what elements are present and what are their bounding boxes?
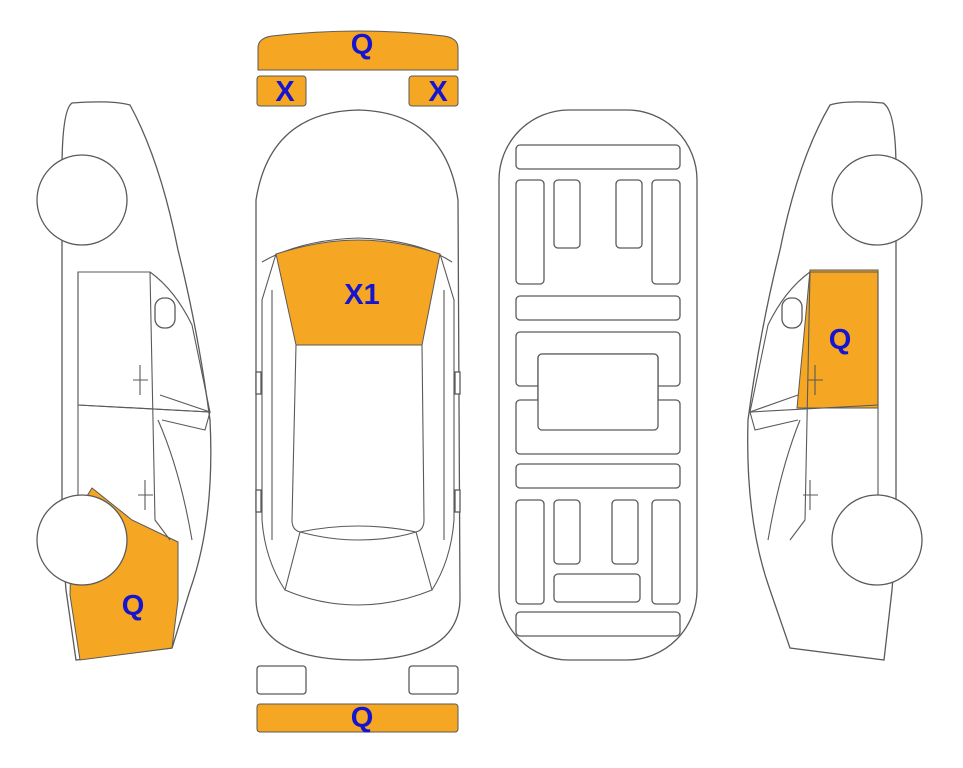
top-view-body [255, 109, 461, 661]
front-bumper-label: Q [351, 29, 374, 61]
right-rear-door-damage [796, 269, 879, 409]
tail-light-left [256, 665, 307, 695]
right-front-wheel [831, 154, 923, 246]
windshield-damage [275, 239, 441, 346]
rear-bumper-label: Q [351, 702, 374, 734]
right-rear-wheel [831, 494, 923, 586]
right-rear-door-label: Q [829, 324, 852, 356]
headlight-right-damage [408, 75, 459, 107]
windshield-label: X1 [344, 279, 379, 311]
headlight-right-label: X [428, 76, 448, 108]
front-bumper-damage [257, 30, 459, 71]
top-view: Q X X X1 Q [255, 29, 461, 734]
left-rear-wheel [36, 494, 128, 586]
headlight-left-label: X [275, 76, 295, 108]
left-rear-quarter-label: Q [122, 590, 145, 622]
rear-bumper-damage [256, 703, 459, 733]
left-front-wheel [36, 154, 128, 246]
underbody-view [498, 109, 698, 661]
left-side-view: Q [36, 101, 212, 661]
tail-light-right [408, 665, 459, 695]
headlight-left-damage [256, 75, 307, 107]
right-side-view: Q [747, 101, 923, 661]
